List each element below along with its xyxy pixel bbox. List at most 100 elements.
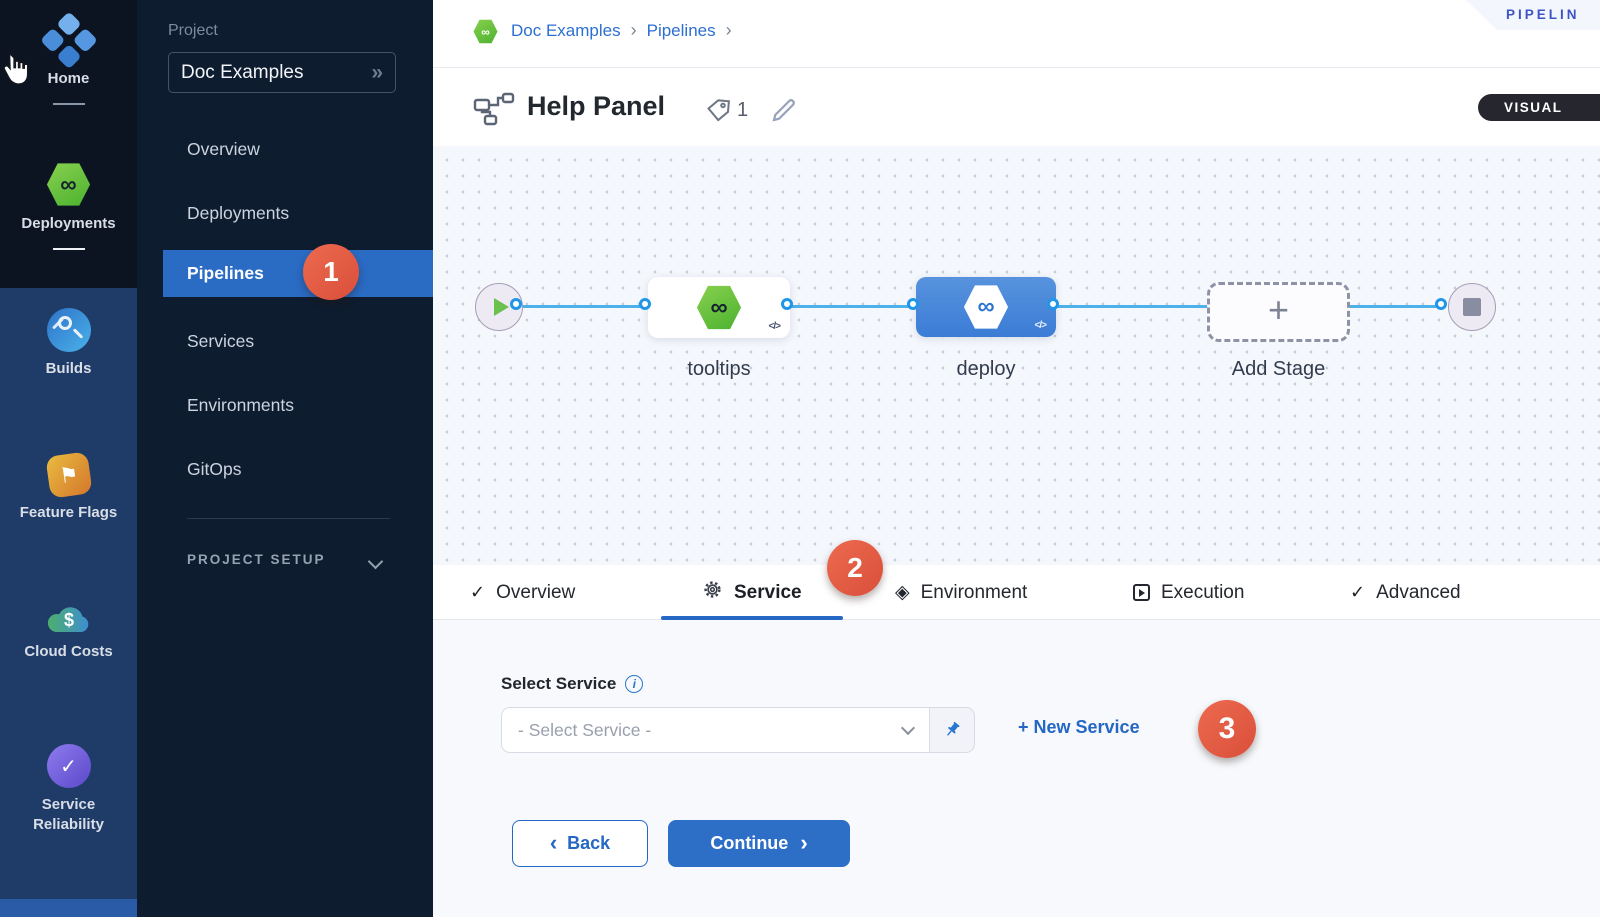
cloud-costs-icon: $	[0, 599, 137, 635]
connector-port[interactable]	[639, 298, 651, 310]
feature-flags-icon: ⚑	[44, 451, 93, 499]
annotation-badge-1: 1	[303, 244, 359, 300]
edge-line	[519, 305, 648, 308]
gear-icon	[702, 579, 723, 606]
pipeline-end-node	[1448, 283, 1496, 331]
connector-port[interactable]	[907, 298, 919, 310]
tag-icon	[707, 99, 731, 122]
project-setup-header[interactable]: PROJECT SETUP	[187, 552, 326, 567]
stage-node-deploy-selected[interactable]: ∞ </>	[916, 277, 1056, 337]
breadcrumb-link-pipelines[interactable]: Pipelines	[646, 20, 716, 40]
mouse-cursor-hand	[2, 51, 34, 91]
pipeline-icon	[473, 92, 515, 131]
sidebar-item-gitops[interactable]: GitOps	[187, 459, 242, 479]
edge-line	[1350, 305, 1444, 308]
new-service-link[interactable]: + New Service	[1018, 717, 1140, 737]
pipeline-studio-ribbon: PIPELIN	[1466, 0, 1600, 30]
annotation-badge-3: 3	[1198, 700, 1256, 758]
project-name: Doc Examples	[181, 61, 304, 83]
chevron-right-icon: ›	[800, 829, 808, 855]
tag-count: 1	[737, 99, 749, 121]
tab-execution[interactable]: Execution	[1133, 565, 1244, 620]
stop-icon	[1463, 298, 1481, 316]
sidebar-item-environments[interactable]: Environments	[187, 395, 294, 415]
pin-button[interactable]	[930, 708, 974, 752]
project-selector[interactable]: Doc Examples »	[168, 52, 396, 93]
project-sidebar: Project Doc Examples » Overview Deployme…	[137, 0, 433, 917]
stage-label: deploy	[956, 358, 1016, 380]
sidebar-item-builds[interactable]: Builds	[0, 308, 137, 379]
edge-line	[1056, 305, 1207, 308]
project-section-label: Project	[168, 22, 218, 39]
tab-service[interactable]: Service	[702, 565, 802, 620]
pipeline-start-node	[475, 283, 523, 331]
chevron-down-icon	[901, 720, 916, 735]
tab-environment[interactable]: ◈ Environment	[895, 581, 1028, 604]
check-icon: ✓	[1350, 582, 1366, 602]
play-icon	[494, 298, 509, 316]
deployments-icon: ∞	[46, 163, 91, 206]
sidebar-item-label: Cloud Costs	[24, 643, 113, 660]
deployments-underline	[52, 248, 85, 250]
sidebar-item-label: Home	[47, 70, 90, 87]
home-underline	[52, 103, 85, 105]
info-icon[interactable]: i	[625, 675, 644, 693]
page-header: Help Panel 1 VISUAL	[433, 69, 1600, 146]
back-button[interactable]: ‹ Back	[512, 820, 648, 867]
sidebar-item-deployments-sub[interactable]: Deployments	[187, 203, 290, 223]
add-stage-button[interactable]: +	[1207, 282, 1350, 342]
sidebar-item-services[interactable]: Services	[187, 331, 255, 351]
code-glyph: </>	[768, 321, 782, 332]
service-select-group: - Select Service -	[501, 707, 975, 753]
svg-text:$: $	[63, 610, 73, 630]
service-reliability-icon: ✓	[46, 744, 91, 788]
add-stage-label: Add Stage	[1231, 358, 1326, 380]
connector-port[interactable]	[781, 298, 793, 310]
edit-pencil-icon[interactable]	[769, 95, 799, 130]
tab-advanced[interactable]: ✓ Advanced	[1350, 581, 1461, 603]
code-glyph: </>	[1034, 320, 1048, 331]
sidebar-item-feature-flags[interactable]: ⚑ Feature Flags	[0, 451, 137, 523]
select-service-label: Select Service i	[501, 674, 644, 694]
tags-button[interactable]: 1	[705, 97, 748, 124]
stage-label: tooltips	[687, 358, 751, 380]
execution-icon	[1133, 584, 1150, 601]
sidebar-item-service-reliability[interactable]: ✓ Service Reliability	[0, 744, 137, 835]
module-nav-partial-item	[0, 899, 137, 917]
visual-yaml-toggle[interactable]: VISUAL	[1478, 94, 1600, 121]
service-select-dropdown[interactable]: - Select Service -	[502, 708, 931, 752]
pipeline-canvas[interactable]: ∞ </> tooltips ∞ </> deploy + Add Stage	[433, 146, 1600, 565]
connector-port[interactable]	[1435, 298, 1447, 310]
page-title: Help Panel	[527, 91, 666, 121]
pushpin-icon	[947, 721, 960, 736]
sidebar-item-deployments[interactable]: ∞ Deployments	[0, 162, 137, 250]
expand-chevrons-icon: »	[371, 60, 383, 84]
connector-port[interactable]	[1047, 298, 1059, 310]
breadcrumb: ∞ Doc Examples › Pipelines › PIPELIN	[433, 0, 1600, 68]
connector-port[interactable]	[510, 298, 522, 310]
stage-icon-harness: ∞	[696, 285, 742, 330]
sidebar-item-pipelines[interactable]: Pipelines	[163, 250, 433, 297]
continue-button[interactable]: Continue ›	[668, 820, 850, 867]
breadcrumb-separator: ›	[630, 20, 637, 40]
module-sidebar: Home ∞ Deployments Builds ⚑ Feature Flag…	[0, 0, 137, 917]
builds-icon	[46, 308, 91, 352]
sidebar-item-overview[interactable]: Overview	[187, 139, 260, 159]
sidebar-item-label: Deployments	[21, 215, 116, 232]
plus-icon: +	[1267, 289, 1290, 330]
sidebar-item-cloud-costs[interactable]: $ Cloud Costs	[0, 599, 137, 662]
annotation-badge-2: 2	[827, 540, 883, 596]
tab-overview[interactable]: ✓ Overview	[470, 581, 576, 603]
check-icon: ✓	[470, 582, 486, 602]
stage-node-tooltips[interactable]: ∞ </>	[648, 277, 790, 338]
breadcrumb-link-project[interactable]: Doc Examples	[511, 20, 621, 40]
breadcrumb-separator: ›	[725, 20, 732, 40]
stage-tab-bar: ✓ Overview Service ◈ Environment Executi…	[433, 565, 1600, 620]
service-tab-panel: Select Service i - Select Service -	[433, 620, 1600, 917]
main-area: ∞ Doc Examples › Pipelines › PIPELIN Hel…	[433, 0, 1600, 917]
environment-icon: ◈	[895, 582, 910, 603]
chevron-down-icon	[367, 553, 384, 570]
stage-icon-harness: ∞	[963, 285, 1009, 329]
sidebar-item-home[interactable]: Home	[0, 11, 137, 105]
sidebar-item-label: Feature Flags	[19, 504, 118, 521]
